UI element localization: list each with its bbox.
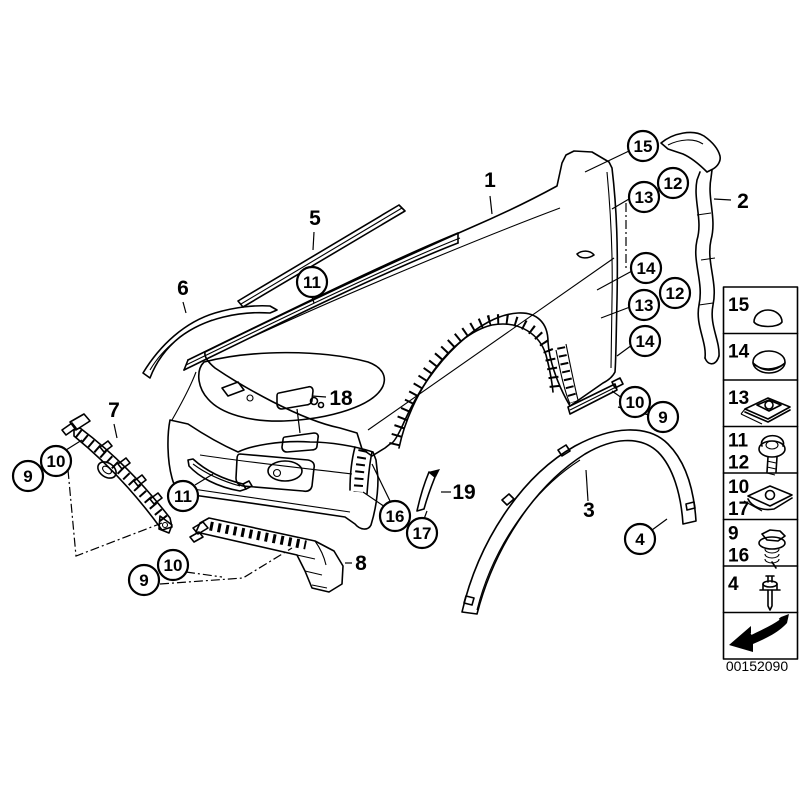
wheel-arch-flange bbox=[389, 314, 579, 449]
legend-label-17: 17 bbox=[728, 499, 749, 520]
callout-circle-9[interactable]: 9 bbox=[11, 459, 45, 493]
svg-text:11: 11 bbox=[303, 273, 321, 292]
callout-circle-17[interactable]: 17 bbox=[405, 516, 439, 550]
legend-label-13: 13 bbox=[728, 388, 749, 409]
legend-label-4: 4 bbox=[728, 574, 739, 595]
svg-text:13: 13 bbox=[635, 296, 654, 315]
svg-text:12: 12 bbox=[664, 174, 683, 193]
pillar-strip-2 bbox=[660, 131, 721, 365]
carrier-bracket-8 bbox=[189, 517, 344, 593]
callout-label-2[interactable]: 2 bbox=[737, 190, 749, 213]
fender-panel bbox=[204, 150, 627, 457]
legend-label-9: 9 bbox=[728, 524, 739, 545]
callout-circle-16[interactable]: 16 bbox=[378, 499, 412, 533]
callout-circle-10[interactable]: 10 bbox=[156, 548, 190, 582]
edge-protection-strip-11 bbox=[183, 232, 461, 371]
legend-label-16: 16 bbox=[728, 546, 749, 567]
support-rail-7 bbox=[61, 413, 173, 534]
callout-label-19[interactable]: 19 bbox=[452, 481, 475, 504]
callout-circle-12[interactable]: 12 bbox=[656, 166, 690, 200]
clip-nut-plate-icon bbox=[740, 397, 791, 425]
legend-table bbox=[722, 286, 799, 660]
callout-circle-14[interactable]: 14 bbox=[628, 324, 662, 358]
svg-text:17: 17 bbox=[413, 524, 432, 543]
svg-text:14: 14 bbox=[636, 332, 655, 351]
callout-circle-10[interactable]: 10 bbox=[39, 444, 73, 478]
c-clip-nut-icon bbox=[743, 485, 793, 512]
callout-circle-12[interactable]: 12 bbox=[658, 276, 692, 310]
callout-circle-9[interactable]: 9 bbox=[127, 563, 161, 597]
dome-cap-large-icon bbox=[752, 350, 786, 374]
legend-label-10: 10 bbox=[728, 477, 749, 498]
callout-circle-15[interactable]: 15 bbox=[626, 129, 660, 163]
callout-label-5[interactable]: 5 bbox=[309, 207, 321, 230]
legend-label-14: 14 bbox=[728, 342, 750, 363]
headlight-washer-cover-18 bbox=[276, 385, 325, 453]
callout-circle-13[interactable]: 13 bbox=[627, 180, 661, 214]
direction-arrow-icon bbox=[729, 614, 789, 652]
svg-text:9: 9 bbox=[23, 467, 32, 486]
svg-text:9: 9 bbox=[658, 408, 667, 427]
svg-text:10: 10 bbox=[164, 556, 183, 575]
callout-circle-4[interactable]: 4 bbox=[623, 522, 657, 556]
legend-label-12: 12 bbox=[728, 453, 749, 474]
curved-strip-6 bbox=[142, 304, 278, 379]
callout-circle-11[interactable]: 11 bbox=[166, 479, 200, 513]
expansion-rivet-icon bbox=[759, 575, 781, 611]
dome-cap-small-icon bbox=[753, 309, 783, 328]
svg-text:13: 13 bbox=[635, 188, 654, 207]
svg-text:14: 14 bbox=[637, 259, 656, 278]
callout-label-7[interactable]: 7 bbox=[108, 399, 120, 422]
legend-label-15: 15 bbox=[728, 295, 750, 316]
svg-text:16: 16 bbox=[386, 507, 405, 526]
trim-strip-5 bbox=[237, 204, 406, 308]
callout-label-6[interactable]: 6 bbox=[177, 277, 189, 300]
callout-label-3[interactable]: 3 bbox=[583, 499, 595, 522]
callout-circle-13[interactable]: 13 bbox=[627, 288, 661, 322]
svg-text:9: 9 bbox=[139, 571, 148, 590]
headlight-opening bbox=[198, 351, 386, 422]
svg-text:10: 10 bbox=[47, 452, 66, 471]
legend-label-11: 11 bbox=[728, 431, 749, 452]
svg-text:10: 10 bbox=[626, 393, 645, 412]
washer-screw-icon bbox=[758, 434, 786, 476]
callout-label-8[interactable]: 8 bbox=[355, 552, 367, 575]
hex-bolt-washer-icon bbox=[758, 529, 786, 569]
callout-circle-11[interactable]: 11 bbox=[295, 265, 329, 299]
callout-circle-14[interactable]: 14 bbox=[629, 251, 663, 285]
clip-strip-19 bbox=[416, 469, 440, 512]
wheel-arch-trim-3 bbox=[461, 429, 697, 615]
svg-text:4: 4 bbox=[635, 530, 645, 549]
callout-label-18[interactable]: 18 bbox=[329, 387, 353, 410]
svg-text:15: 15 bbox=[634, 137, 653, 156]
callout-circle-9[interactable]: 9 bbox=[646, 400, 680, 434]
svg-text:12: 12 bbox=[666, 284, 685, 303]
svg-text:11: 11 bbox=[174, 487, 192, 506]
drawing-number: 00152090 bbox=[726, 658, 789, 674]
callout-label-1[interactable]: 1 bbox=[484, 169, 496, 192]
callout-circle-10[interactable]: 10 bbox=[618, 385, 652, 419]
